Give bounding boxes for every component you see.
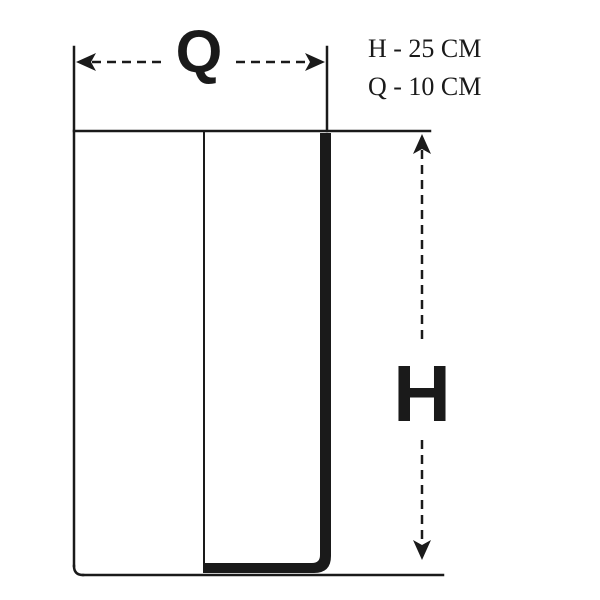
arrow-down-icon <box>413 540 431 560</box>
vase-drawing <box>72 45 445 577</box>
width-dimension <box>76 53 325 71</box>
width-label: Q <box>176 18 223 85</box>
spec-height: H - 25 CM <box>368 34 481 63</box>
height-dimension <box>413 134 431 560</box>
arrow-up-icon <box>413 134 431 154</box>
arrow-left-icon <box>76 53 96 71</box>
vase-bottom-left-corner <box>72 564 85 577</box>
vase-right-wall-shadow <box>203 133 331 573</box>
arrow-right-icon <box>305 53 325 71</box>
spec-width: Q - 10 CM <box>368 72 481 101</box>
height-label: H <box>393 349 451 438</box>
